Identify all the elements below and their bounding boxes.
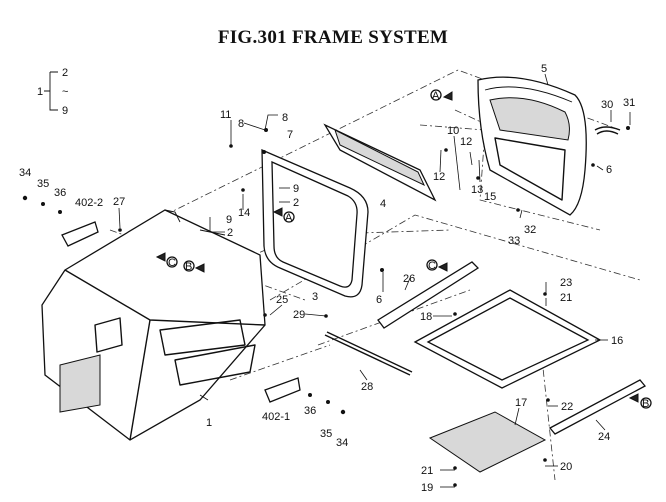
callout-33: 33: [508, 235, 520, 247]
marker-c-rail: C: [426, 259, 448, 272]
callout-34-bottom: 34: [336, 437, 348, 449]
marker-b-cab: B: [183, 260, 205, 273]
legend-main: 1: [37, 86, 43, 98]
svg-text:C: C: [428, 260, 436, 272]
bracket-402-2-part: [22, 195, 99, 247]
callout-2-cab: 2: [227, 227, 233, 239]
callout-5: 5: [541, 63, 547, 75]
callout-8-left: 8: [238, 118, 244, 130]
rail-24-part: [548, 379, 647, 435]
floor-frame-part: [413, 289, 602, 389]
side-bracket-part: [323, 123, 437, 202]
callout-29: 29: [293, 309, 305, 321]
callout-24: 24: [598, 431, 610, 443]
callout-22: 22: [561, 401, 573, 413]
svg-text:B: B: [642, 398, 649, 410]
rail-26-part: [377, 261, 480, 329]
reference-markers: A A B B C: [155, 89, 652, 410]
floor-plate-part: [428, 411, 547, 473]
callout-2-frame: 2: [293, 197, 299, 209]
callout-17: 17: [515, 397, 527, 409]
svg-text:A: A: [285, 212, 293, 224]
fasteners: [118, 128, 595, 487]
callout-23: 23: [560, 277, 572, 289]
callout-36-bottom: 36: [304, 405, 316, 417]
marker-a-top: A: [430, 89, 453, 102]
callout-35-bottom: 35: [320, 428, 332, 440]
callouts: 5 30 31 6 10 12 12 13 15 32 33 8 8 7 11 …: [19, 63, 635, 494]
callout-28: 28: [361, 381, 373, 393]
legend-top: 2: [62, 67, 68, 79]
callout-16: 16: [611, 335, 623, 347]
callout-13: 13: [471, 184, 483, 196]
leader-lines: [118, 73, 631, 488]
callout-1: 1: [206, 417, 212, 429]
callout-7: 7: [287, 129, 293, 141]
legend-bracket: 1 2 ~ 9: [37, 67, 68, 117]
callout-402-2: 402-2: [75, 197, 103, 209]
window-frame-part: [261, 149, 369, 298]
svg-text:C: C: [168, 257, 176, 269]
marker-c-cab: C: [155, 252, 178, 269]
svg-text:B: B: [185, 261, 192, 273]
callout-25: 25: [276, 294, 288, 306]
callout-12-upper: 12: [460, 136, 472, 148]
callout-6-rear: 6: [606, 164, 612, 176]
bracket-402-1-part: [264, 377, 346, 415]
callout-21-upper: 21: [560, 292, 572, 304]
callout-35-top: 35: [37, 178, 49, 190]
marker-a-frame: A: [272, 207, 295, 224]
callout-9-cab: 9: [226, 214, 232, 226]
callout-4: 4: [380, 198, 386, 210]
callout-12-lower: 12: [433, 171, 445, 183]
rod-28-part: [324, 331, 413, 376]
callout-34-top: 34: [19, 167, 31, 179]
marker-b-rail: B: [628, 393, 652, 410]
callout-402-1: 402-1: [262, 411, 290, 423]
callout-19: 19: [421, 482, 433, 494]
callout-9-frame: 9: [293, 183, 299, 195]
callout-36-top: 36: [54, 187, 66, 199]
callout-3: 3: [312, 291, 318, 303]
callout-32: 32: [524, 224, 536, 236]
callout-15: 15: [484, 191, 496, 203]
callout-6-frame: 6: [376, 294, 382, 306]
callout-11: 11: [220, 109, 231, 121]
callout-14: 14: [238, 207, 250, 219]
callout-18: 18: [420, 311, 432, 323]
figure-title: FIG.301 FRAME SYSTEM: [217, 27, 449, 48]
callout-31: 31: [623, 97, 635, 109]
callout-20: 20: [560, 461, 572, 473]
handle-part: [594, 126, 630, 135]
rear-panel-part: [477, 76, 587, 216]
legend-mid: ~: [62, 86, 68, 98]
cab-body-part: [41, 209, 266, 441]
legend-bottom: 9: [62, 105, 68, 117]
callout-27: 27: [113, 196, 125, 208]
callout-26: 26: [403, 273, 415, 285]
callout-21-lower: 21: [421, 465, 433, 477]
callout-8-right: 8: [282, 112, 288, 124]
callout-30: 30: [601, 99, 613, 111]
svg-text:A: A: [432, 90, 440, 102]
callout-10: 10: [447, 125, 459, 137]
